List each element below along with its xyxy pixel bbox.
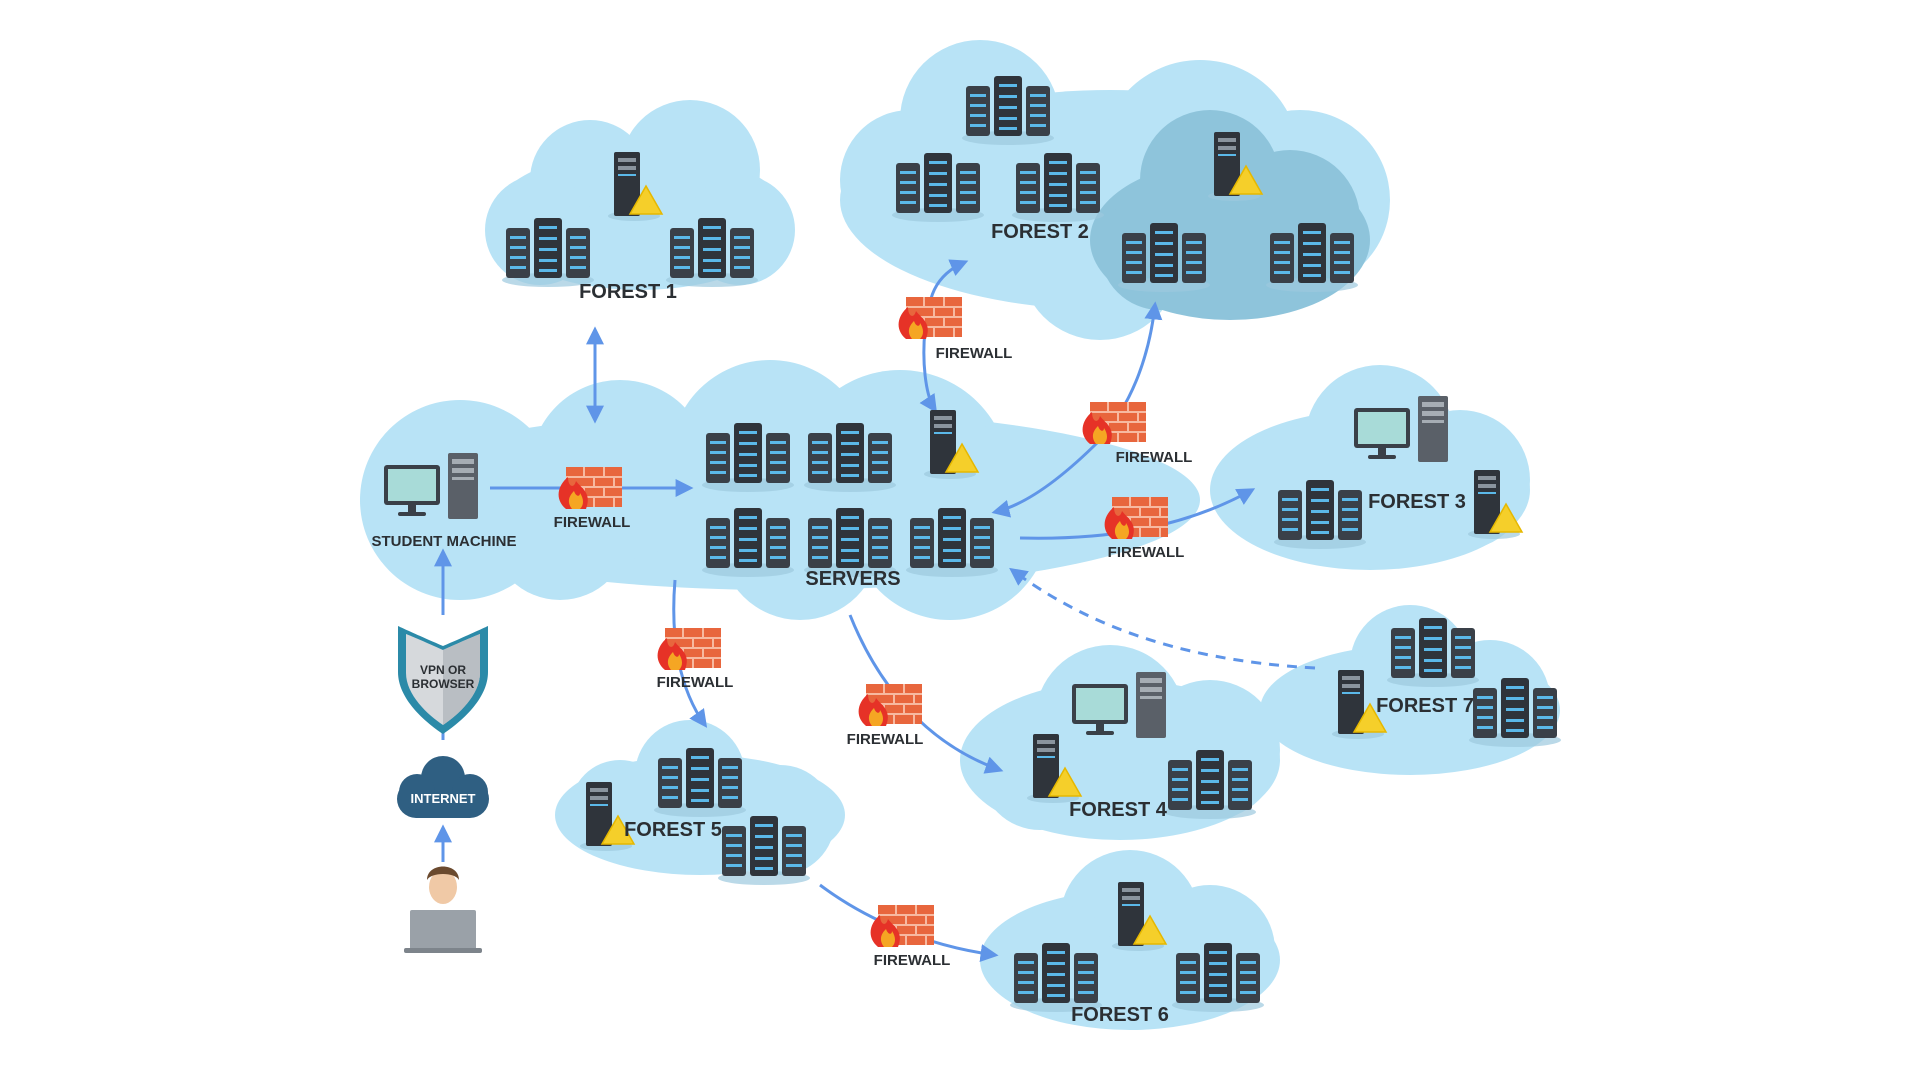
firewall-label: FIREWALL xyxy=(1116,449,1193,466)
forest6-label: FOREST 6 xyxy=(1071,1004,1169,1026)
firewall-label: FIREWALL xyxy=(936,345,1013,362)
firewall-label: FIREWALL xyxy=(554,514,631,531)
firewall-forest4: FIREWALL xyxy=(847,684,924,748)
firewall-label: FIREWALL xyxy=(1108,544,1185,561)
server-rack-icon xyxy=(718,816,810,885)
forest3-cloud xyxy=(1210,365,1530,570)
forest5-label: FOREST 5 xyxy=(624,819,722,841)
server-rack-icon xyxy=(1172,943,1264,1012)
server-rack-icon xyxy=(1012,153,1104,222)
server-rack-icon xyxy=(702,508,794,577)
server-rack-icon xyxy=(1266,223,1358,292)
user xyxy=(404,867,482,954)
connectors xyxy=(443,262,1315,955)
server-rack-icon xyxy=(702,423,794,492)
server-rack-icon xyxy=(1387,618,1479,687)
server-rack-icon xyxy=(1469,678,1561,747)
server-rack-icon xyxy=(1274,480,1366,549)
server-rack-icon xyxy=(892,153,984,222)
server-rack-icon xyxy=(654,748,746,817)
firewall-icon xyxy=(658,628,721,670)
firewall-forest6: FIREWALL xyxy=(871,905,951,969)
firewall-icon xyxy=(899,297,962,339)
firewall-icon xyxy=(559,467,622,509)
server-rack-icon xyxy=(1118,223,1210,292)
firewall-icon xyxy=(1083,402,1146,444)
forest4-label: FOREST 4 xyxy=(1069,799,1168,821)
servers-label: SERVERS xyxy=(805,568,900,590)
firewall-icon xyxy=(859,684,922,726)
server-rack-icon xyxy=(962,76,1054,145)
vpn-shield: VPN OR BROWSER xyxy=(398,626,488,734)
firewall-forest2-left: FIREWALL xyxy=(899,297,1013,362)
server-rack-icon xyxy=(1164,750,1256,819)
forest2-label: FOREST 2 xyxy=(991,221,1089,243)
firewall-icon xyxy=(1105,497,1168,539)
firewall-forest5: FIREWALL xyxy=(657,628,734,691)
server-rack-icon xyxy=(906,508,998,577)
server-rack-icon xyxy=(666,218,758,287)
vpn-label-1: VPN OR xyxy=(420,663,466,677)
student-machine-label: STUDENT MACHINE xyxy=(372,533,517,550)
internet-label: INTERNET xyxy=(411,791,476,806)
cloud-icon xyxy=(397,756,489,818)
internet-cloud: INTERNET xyxy=(397,756,489,818)
forest7-label: FOREST 7 xyxy=(1376,695,1474,717)
firewall-label: FIREWALL xyxy=(874,952,951,969)
firewall-icon xyxy=(871,905,934,947)
server-rack-icon xyxy=(804,423,896,492)
server-rack-icon xyxy=(502,218,594,287)
forest3-label: FOREST 3 xyxy=(1368,491,1466,513)
laptop-icon xyxy=(404,910,482,953)
server-rack-icon xyxy=(1010,943,1102,1012)
firewall-label: FIREWALL xyxy=(657,674,734,691)
server-rack-icon xyxy=(804,508,896,577)
firewall-label: FIREWALL xyxy=(847,731,924,748)
vpn-label-2: BROWSER xyxy=(412,677,475,691)
forest1-label: FOREST 1 xyxy=(579,281,677,303)
